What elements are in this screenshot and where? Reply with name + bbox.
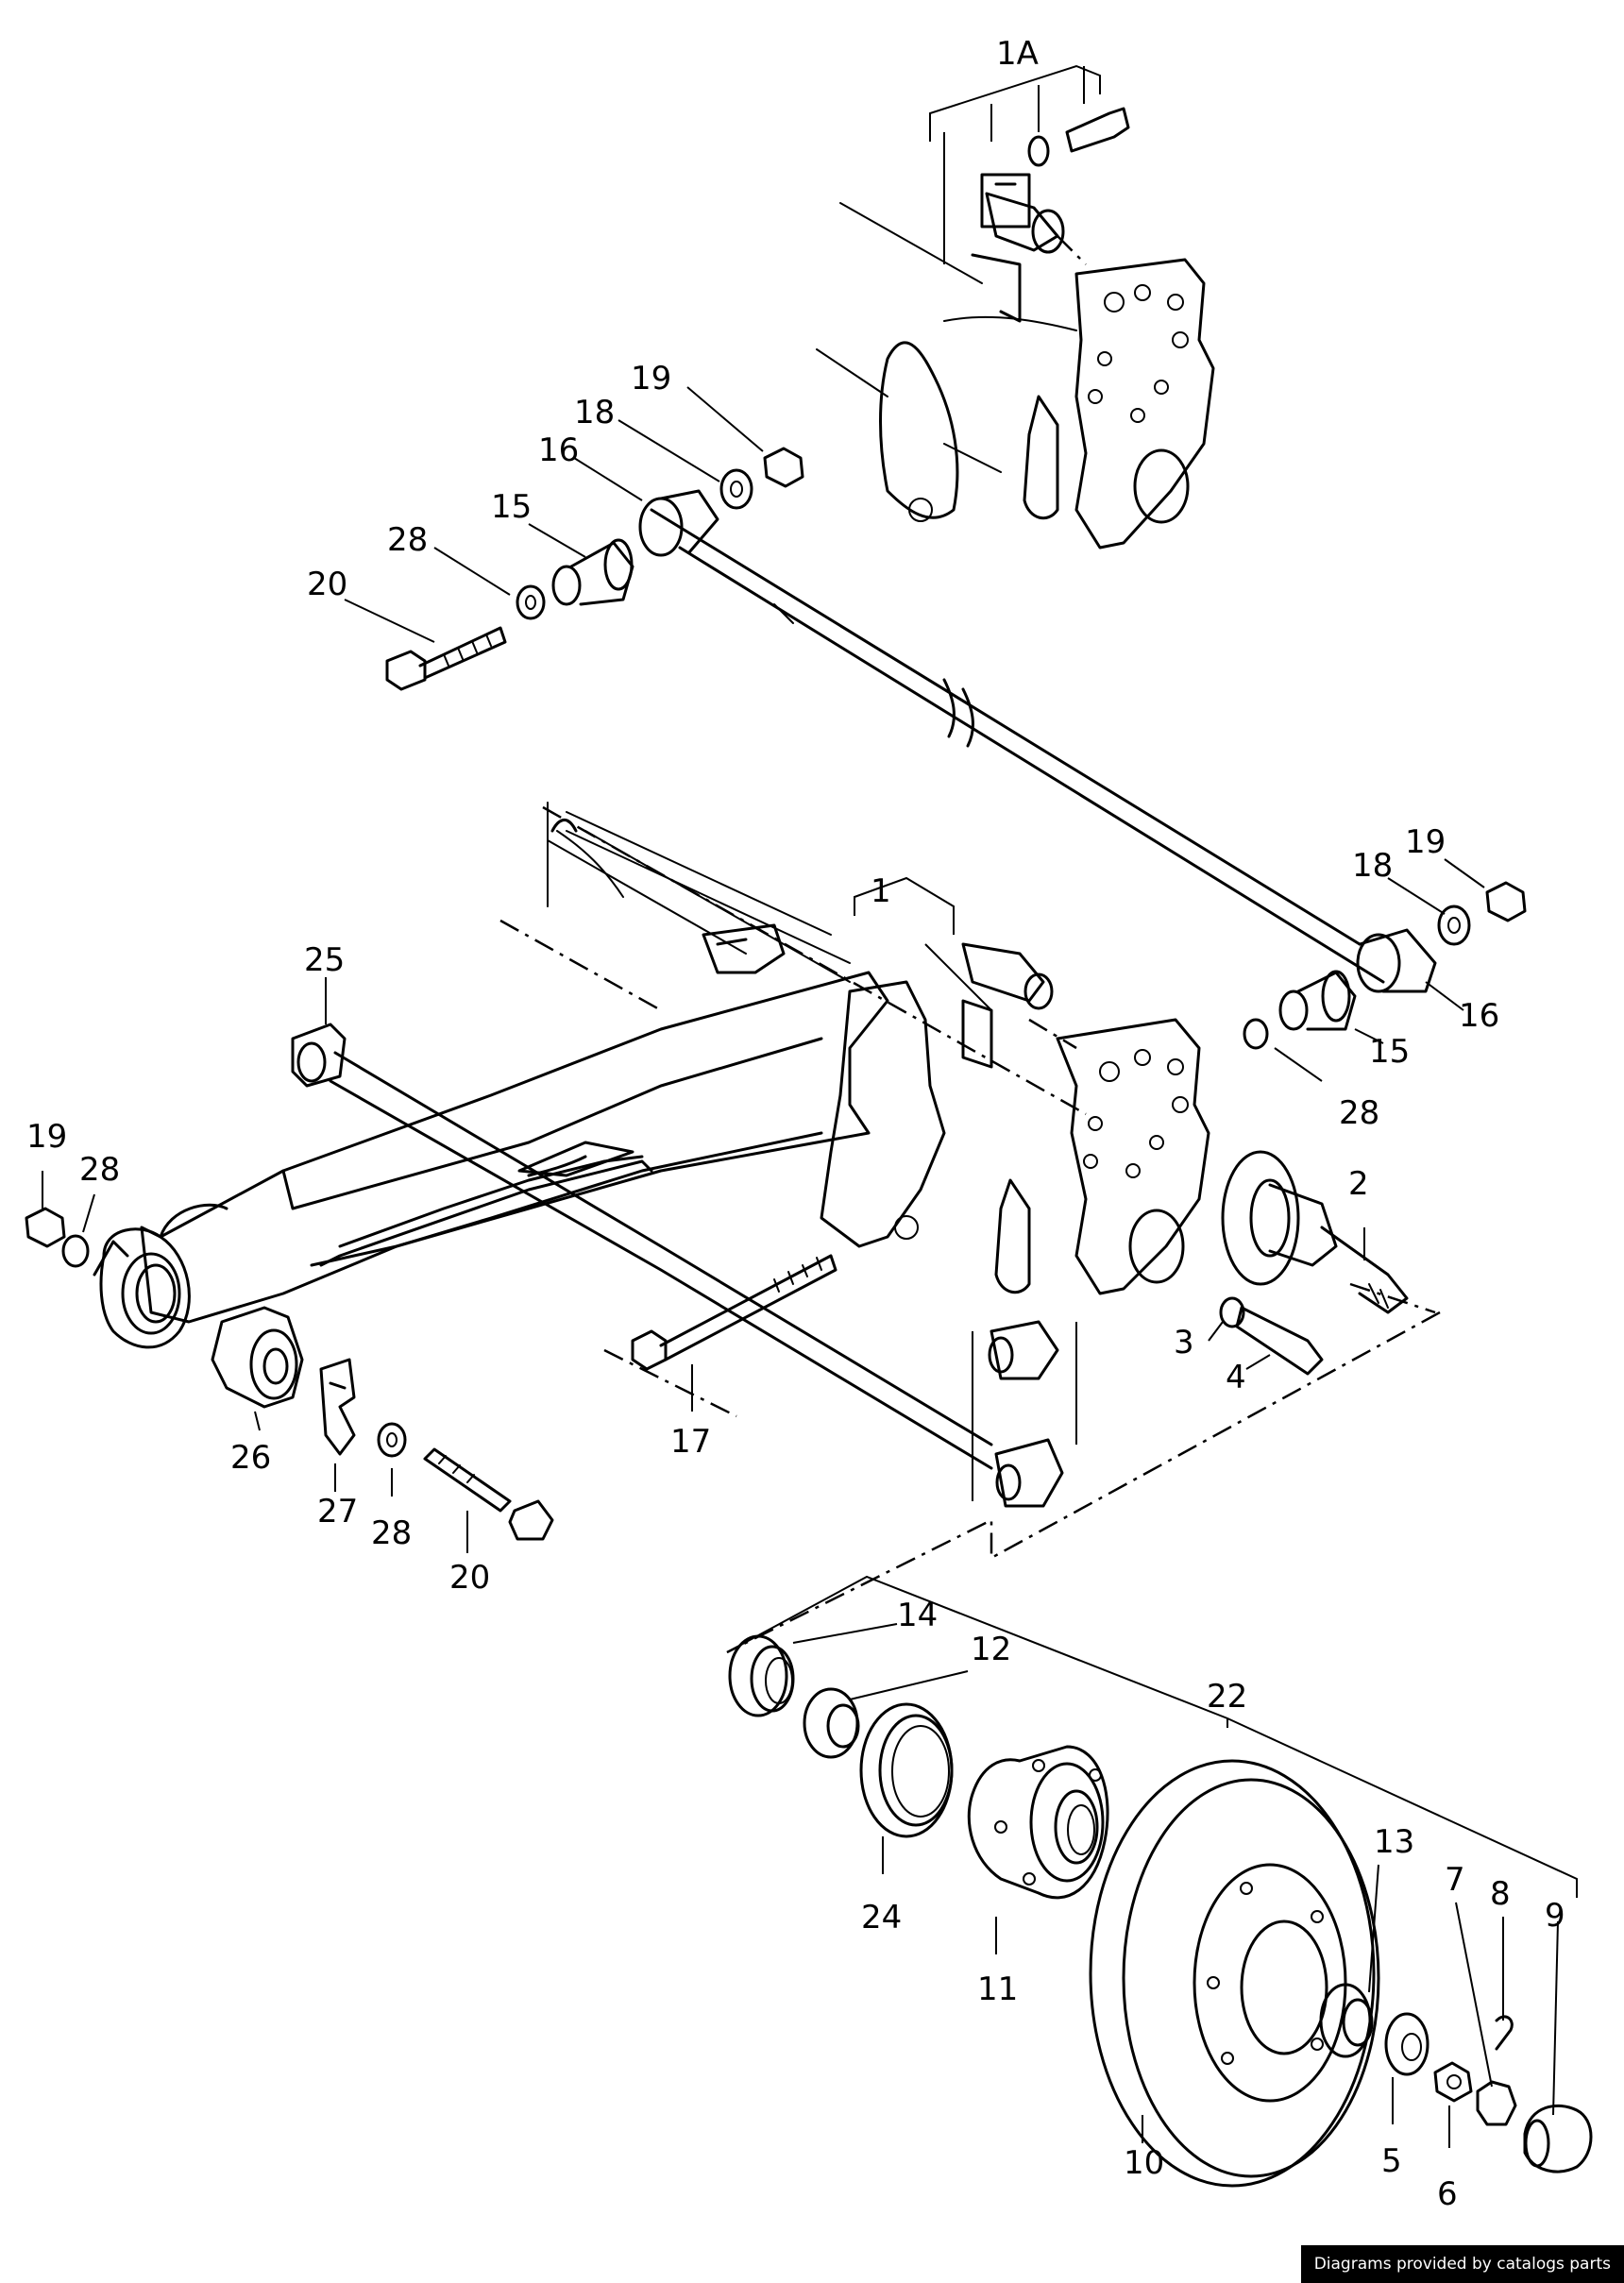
label-18-upper: 18 (574, 394, 615, 431)
label-3: 3 (1174, 1324, 1194, 1361)
group-bracket-1a (929, 64, 1101, 142)
lock-ring-7 (1476, 2080, 1517, 2126)
label-19-left: 19 (26, 1118, 67, 1156)
label-15-upper: 15 (491, 488, 532, 526)
credit-badge: Diagrams provided by catalogs parts (1300, 2245, 1624, 2283)
brake-disc-10 (1089, 1759, 1380, 2188)
label-6: 6 (1437, 2175, 1458, 2213)
label-2: 2 (1348, 1165, 1369, 1203)
stub-axle-2 (1221, 1150, 1409, 1314)
washer-28-bottom (377, 1422, 407, 1458)
label-26: 26 (230, 1439, 271, 1477)
washer-18-lower (1437, 905, 1471, 946)
nut-6 (1433, 2061, 1473, 2103)
label-27: 27 (317, 1493, 358, 1530)
group-bracket-1 (854, 876, 955, 935)
part-labels: 1A 19 18 16 15 28 20 1 25 19 18 16 15 28… (26, 35, 1565, 2213)
bearing-13 (1319, 1983, 1374, 2058)
label-24: 24 (861, 1899, 902, 1936)
cotter-pin-8 (1495, 2015, 1514, 2051)
label-7: 7 (1445, 1861, 1465, 1899)
cross-tube (638, 489, 1385, 984)
bushing-15-upper (551, 538, 634, 606)
bolt-4 (1235, 1306, 1324, 1376)
label-15-right: 15 (1369, 1033, 1410, 1071)
seal-14 (728, 1634, 795, 1717)
bushing-15-lower (1278, 970, 1357, 1031)
label-19-upper: 19 (631, 360, 671, 397)
label-20-upper: 20 (307, 566, 347, 603)
bracket-27 (319, 1358, 356, 1456)
label-11: 11 (977, 1970, 1018, 2008)
stabilizer-bar-25 (291, 1023, 993, 1470)
axle-beam (93, 802, 1210, 1409)
grease-cap-9 (1523, 2104, 1593, 2173)
label-18-right: 18 (1352, 847, 1393, 885)
label-20-bottom: 20 (449, 1559, 490, 1597)
label-19-right: 19 (1405, 823, 1446, 861)
label-28-right: 28 (1339, 1094, 1379, 1132)
nut-19-upper (763, 447, 804, 488)
label-17: 17 (670, 1423, 711, 1461)
hub-11 (967, 1745, 1109, 1900)
label-1a: 1A (996, 35, 1039, 73)
nut-19-left (25, 1207, 66, 1248)
label-28-bottom: 28 (371, 1514, 412, 1552)
bolt-1a (1027, 107, 1130, 167)
bearing-12 (803, 1687, 860, 1759)
label-16-right: 16 (1459, 997, 1499, 1035)
label-22: 22 (1207, 1678, 1247, 1716)
seal-24 (859, 1702, 954, 1838)
washer-18-upper (719, 468, 753, 510)
bolt-20-upper (385, 626, 507, 691)
label-12: 12 (971, 1631, 1011, 1668)
bolt-17 (631, 1254, 837, 1371)
label-10: 10 (1124, 2144, 1164, 2182)
washer-5 (1384, 2012, 1429, 2076)
bushings-upright (972, 1320, 1077, 1508)
label-5: 5 (1381, 2142, 1402, 2180)
label-14: 14 (897, 1597, 938, 1634)
label-9: 9 (1545, 1897, 1565, 1935)
label-28-left: 28 (79, 1151, 120, 1189)
washer-28-lower (1243, 1018, 1269, 1050)
nut-19-lower (1485, 881, 1527, 922)
washer-3 (1219, 1296, 1245, 1328)
label-4: 4 (1226, 1359, 1246, 1396)
bushing-16-lower (1356, 928, 1437, 993)
washer-28-upper (516, 584, 546, 620)
bolt-20-bottom (423, 1447, 554, 1541)
label-13: 13 (1374, 1823, 1414, 1861)
label-16-upper: 16 (538, 431, 579, 469)
label-1: 1 (871, 872, 891, 910)
mounting-bracket-1a (816, 173, 1215, 550)
washer-28-left (61, 1234, 90, 1268)
label-28-upper: 28 (387, 521, 428, 559)
label-8: 8 (1490, 1875, 1511, 1913)
label-25: 25 (304, 941, 345, 979)
